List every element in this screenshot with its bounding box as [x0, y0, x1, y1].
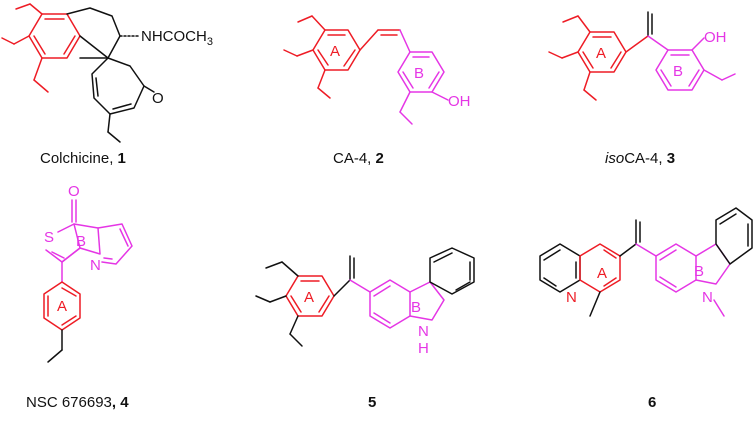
isoca4-ring-a-label: A — [596, 45, 606, 62]
cmpd6-ring-a-label: A — [597, 265, 607, 282]
caption-compound-2: CA-4, 2 — [333, 150, 384, 167]
colchicine-ring-a — [28, 13, 81, 59]
nsc-ring-b-label: B — [76, 233, 86, 250]
isoca4-ring-b-label: B — [673, 63, 683, 80]
caption-compound-1: Colchicine, 1 — [40, 150, 126, 167]
colchicine-acetamide-label: NHCOCH3 — [141, 28, 213, 48]
compound-ca4: A B OH CA-4, 2 — [283, 15, 471, 167]
nsc-sulfur: S — [44, 229, 54, 246]
ca4-hydroxyl: OH — [448, 93, 471, 110]
cmpd5-terminal-benzo — [429, 247, 475, 295]
cmpd5-carbazole-benzo — [369, 279, 411, 329]
colchicine-ring-c — [91, 57, 145, 115]
colchicine-carbonyl-o: O — [152, 90, 164, 107]
cmpd5-ring-b-label: B — [411, 299, 421, 316]
cmpd6-quinoline-n: N — [566, 289, 577, 306]
isoca4-hydroxyl: OH — [704, 29, 727, 46]
compound-isoca4: A B OH isoCA-4, 3 — [548, 11, 736, 167]
cmpd6-quinoline-benzo — [539, 243, 581, 293]
cmpd6-carbazole-benzo — [655, 243, 697, 293]
nsc-carbonyl-o: O — [68, 183, 80, 200]
cmpd6-ring-b-label: B — [694, 263, 704, 280]
cmpd6-terminal-benzo — [715, 207, 753, 265]
compound-colchicine: NHCOCH3 O Colchicine, 1 — [1, 3, 213, 167]
cmpd5-nitrogen: N — [418, 323, 429, 340]
nsc-nitrogen: N — [90, 257, 101, 274]
caption-compound-5: 5 — [368, 394, 376, 411]
cmpd6-carbazole-n: N — [702, 289, 713, 306]
ca4-ring-a-label: A — [330, 43, 340, 60]
caption-compound-6: 6 — [648, 394, 656, 411]
nsc-ring-a-label: A — [57, 298, 67, 315]
caption-compound-4: NSC 676693, 4 — [26, 394, 129, 411]
ca4-ring-b-label: B — [414, 65, 424, 82]
compound-6: N A B N 6 — [539, 207, 753, 411]
caption-compound-3: isoCA-4, 3 — [605, 150, 675, 167]
cmpd5-ring-a-label: A — [304, 289, 314, 306]
compound-nsc676693: O S B N A NSC 676693, 4 — [26, 183, 133, 411]
cmpd5-hydrogen: H — [418, 340, 429, 357]
cmpd6-ring-a — [579, 243, 621, 293]
compound-5: A B N H 5 — [255, 247, 475, 411]
